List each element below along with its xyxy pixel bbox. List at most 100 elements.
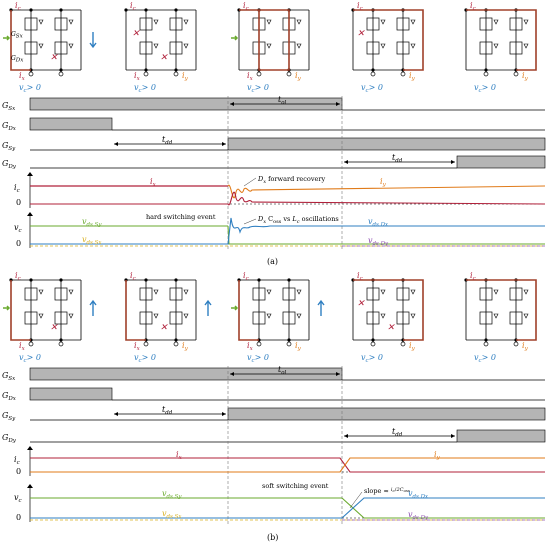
- gate-arrow-icon: [3, 35, 11, 41]
- vds-dy-label: vds Dy: [408, 510, 429, 521]
- gdy-pulse: [456, 429, 546, 443]
- circuit-a3: ic ix iy vc> 0: [231, 1, 310, 94]
- gate-arrow-icon: [231, 305, 239, 311]
- circuit-b1: ic ix vc> 0 ✕: [3, 271, 97, 364]
- x-mark-icon: ✕: [50, 323, 58, 333]
- t-ol-label: tol: [278, 95, 287, 106]
- x-mark-icon: ✕: [132, 29, 140, 39]
- vc-axis-label: vc: [14, 493, 22, 504]
- gsx-label: GSx: [11, 31, 24, 40]
- vds-sy-trace: [30, 497, 545, 519]
- panel-a-caption: (a): [267, 257, 278, 266]
- vc-label: vc> 0: [247, 83, 269, 94]
- panel-a-gate-signals: GSx GDx GSy GDy tol tdd tdd: [2, 95, 546, 170]
- vds-sx-label: vds Sx: [162, 509, 182, 520]
- panel-a: ic GSx GDx ix vc> 0 ✕ ic ix iy vc> 0 ✕ ✕: [2, 1, 546, 266]
- vds-sy-label: vds Sy: [82, 217, 102, 228]
- ic-label: ic: [15, 271, 21, 282]
- gsy-pulse: [227, 137, 546, 151]
- x-mark-icon: ✕: [357, 299, 365, 309]
- circuit-b2: ic ix iy vc> 0 ✕: [123, 271, 212, 364]
- gsy-axis-label: GSy: [2, 411, 16, 422]
- gdx-axis-label: GDx: [2, 121, 17, 132]
- iy-label: iy: [409, 71, 416, 82]
- ic-label: ic: [243, 271, 249, 282]
- panel-a-current-plot: ic 0 ix iy Dx forward recovery: [14, 172, 546, 208]
- gdx-pulse: [29, 117, 113, 131]
- gdx-label: GDx: [11, 55, 24, 64]
- iy-label: iy: [522, 341, 529, 352]
- iy-label: iy: [182, 71, 189, 82]
- panel-b-voltage-plot: vc 0 vds Sy vds Sx vds Dx vds Dy soft sw…: [14, 482, 545, 522]
- t-ol-label: tol: [278, 365, 287, 376]
- circuit-a5: ic iy vc> 0: [463, 1, 537, 94]
- panel-b-current-plot: ic 0 ix iy: [14, 446, 545, 476]
- iy-label: iy: [522, 71, 529, 82]
- gsx-axis-label: GSx: [2, 371, 16, 382]
- panel-a-circuits: ic GSx GDx ix vc> 0 ✕ ic ix iy vc> 0 ✕ ✕: [3, 1, 537, 94]
- up-arrow-icon: [89, 299, 97, 316]
- panel-b: ic ix vc> 0 ✕ ic ix iy vc> 0 ✕ ic: [2, 271, 546, 542]
- iy-trace-label: iy: [434, 450, 441, 461]
- up-arrow-icon: [204, 299, 212, 316]
- x-mark-icon: ✕: [160, 53, 168, 63]
- zero-label: 0: [16, 198, 21, 207]
- vc-label: vc> 0: [134, 353, 156, 364]
- iy-trace: [227, 184, 546, 199]
- vc-label: vc> 0: [474, 83, 496, 94]
- x-mark-icon: ✕: [357, 29, 365, 39]
- zero-label: 0: [16, 513, 21, 522]
- ic-label: ic: [130, 271, 136, 282]
- circuit-b5: ic iy vc> 0: [463, 271, 537, 364]
- panel-b-circuits: ic ix vc> 0 ✕ ic ix iy vc> 0 ✕ ic: [3, 271, 537, 364]
- panel-a-voltage-plot: vc 0 vds Sy vds Sx vds Dx vds Dy hard sw…: [14, 212, 545, 248]
- x-mark-icon: ✕: [387, 323, 395, 333]
- vc-label: vc> 0: [19, 83, 41, 94]
- ix-label: ix: [247, 341, 254, 352]
- t-dd-label: tdd: [162, 135, 173, 146]
- gdx-axis-label: GDx: [2, 391, 17, 402]
- ix-label: ix: [134, 71, 141, 82]
- zero-label: 0: [16, 467, 21, 476]
- vds-sx-label: vds Sx: [82, 235, 102, 246]
- soft-switching-annotation: soft switching event: [262, 482, 329, 490]
- ic-axis-label: ic: [14, 455, 20, 466]
- vc-label: vc> 0: [247, 353, 269, 364]
- slope-annotation: slope ≈ ic/2Coss: [364, 487, 410, 495]
- ix-trace: [30, 457, 545, 473]
- gate-arrow-icon: [3, 305, 11, 311]
- ix-label: ix: [19, 71, 26, 82]
- recovery-annotation: Dx forward recovery: [257, 175, 325, 185]
- ix-trace-label: ix: [150, 177, 157, 188]
- gdx-pulse: [29, 387, 113, 401]
- ix-label: ix: [19, 341, 26, 352]
- iy-trace: [30, 457, 545, 473]
- panel-b-caption: (b): [267, 533, 278, 542]
- ic-label: ic: [470, 1, 476, 12]
- t-dd-label-2: tdd: [392, 427, 403, 438]
- vc-label: vc> 0: [474, 353, 496, 364]
- circuit-a4: ic iy vc> 0 ✕: [350, 1, 424, 94]
- vc-label: vc> 0: [361, 353, 383, 364]
- gdy-axis-label: GDy: [2, 433, 17, 444]
- vds-dx-label: vds Dx: [368, 217, 389, 228]
- ic-label: ic: [357, 1, 363, 12]
- iy-label: iy: [182, 341, 189, 352]
- panel-b-gate-signals: GSx GDx GSy GDy tol tdd tdd: [2, 365, 546, 444]
- x-mark-icon: ✕: [50, 53, 58, 63]
- vds-dy-label: vds Dy: [368, 236, 389, 247]
- ic-label: ic: [357, 271, 363, 282]
- gsx-axis-label: GSx: [2, 101, 16, 112]
- vds-dx-trace: [30, 497, 545, 519]
- iy-trace-label: iy: [380, 177, 387, 188]
- iy-label: iy: [409, 341, 416, 352]
- vds-dx-trace: [30, 217, 545, 245]
- x-mark-icon: ✕: [160, 323, 168, 333]
- vc-axis-label: vc: [14, 223, 22, 234]
- vc-label: vc> 0: [361, 83, 383, 94]
- vc-label: vc> 0: [134, 83, 156, 94]
- gsy-pulse: [227, 407, 546, 421]
- zero-label: 0: [16, 239, 21, 248]
- ic-label: ic: [470, 271, 476, 282]
- down-arrow-icon: [89, 32, 97, 49]
